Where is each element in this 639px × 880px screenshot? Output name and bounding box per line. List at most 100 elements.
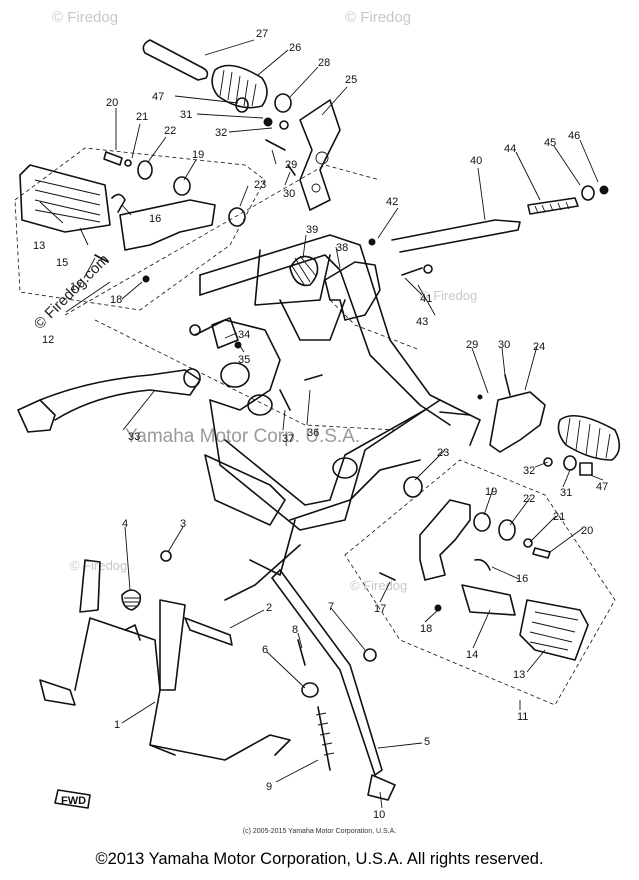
frame-center xyxy=(254,249,331,306)
frame-crossmember xyxy=(204,454,286,526)
frame-boundary-upper xyxy=(64,164,381,316)
callout-number: 9 xyxy=(266,781,272,793)
callout-number: 31 xyxy=(560,487,572,499)
part-stand-crossbar xyxy=(74,617,161,691)
callout-number: 17 xyxy=(70,281,82,293)
part-washer-right xyxy=(543,457,553,467)
part-pin xyxy=(279,120,289,130)
part-collar-right xyxy=(579,462,593,476)
callout-number: 21 xyxy=(136,111,148,123)
part-cotter-pin xyxy=(265,139,286,151)
callout-number: 19 xyxy=(192,149,204,161)
part-side-stand-bolt xyxy=(301,682,319,698)
part-cotter-right xyxy=(504,374,511,396)
callout-number: 20 xyxy=(581,525,593,537)
part-clip-left xyxy=(142,275,150,283)
assembly-boundaries xyxy=(14,147,616,706)
part-pin-17-right xyxy=(379,572,396,581)
callout-number: 25 xyxy=(345,74,357,86)
callout-number: 7 xyxy=(328,601,334,613)
frame-boundary-lower xyxy=(94,319,396,431)
diagram-copyright: (c) 2005-2015 Yamaha Motor Corporation, … xyxy=(242,828,397,835)
part-stand-foot-left xyxy=(39,679,76,706)
part-bolt-34 xyxy=(189,324,201,336)
watermark-firedog: © Firedog xyxy=(420,288,477,303)
callout-number: 43 xyxy=(416,316,428,328)
callout-number: 16 xyxy=(149,213,161,225)
part-rod-nut xyxy=(599,185,609,195)
part-side-stand xyxy=(271,569,383,776)
callout-number: 29 xyxy=(285,159,297,171)
callout-number: 31 xyxy=(180,109,192,121)
callout-number: 1 xyxy=(114,719,120,731)
frame-bracket xyxy=(211,317,239,349)
callout-number: 37 xyxy=(282,433,294,445)
part-brake-pedal xyxy=(39,369,201,421)
callout-number: 36 xyxy=(307,427,319,439)
callout-number: 17 xyxy=(374,603,386,615)
callout-number: 41 xyxy=(420,293,432,305)
part-plate-washer xyxy=(137,160,153,180)
part-nut-right xyxy=(563,455,577,471)
right-footrest-boundary xyxy=(344,459,616,706)
callout-number: 45 xyxy=(544,137,556,149)
part-side-stand-pin xyxy=(297,639,306,666)
part-brake-pin xyxy=(368,238,376,246)
callout-number: 3 xyxy=(180,518,186,530)
callout-number: 12 xyxy=(42,334,54,346)
part-footrest-rubber-right xyxy=(519,599,589,661)
callout-number: 47 xyxy=(596,481,608,493)
parts-diagram: © Firedog © Firedog © Firedog © Firedog … xyxy=(14,9,621,821)
part-footrest-plate xyxy=(461,584,516,616)
part-nut xyxy=(263,117,273,127)
callout-number: 22 xyxy=(523,493,535,505)
callout-number: 11 xyxy=(517,711,528,723)
part-adjust-nut xyxy=(581,185,595,201)
part-side-stand-spring xyxy=(317,706,331,771)
part-bolt xyxy=(103,151,123,166)
callout-number: 46 xyxy=(568,130,580,142)
footer-copyright: ©2013 Yamaha Motor Corporation, U.S.A. A… xyxy=(95,850,544,868)
part-bolt-20-right xyxy=(532,547,551,559)
callout-number: 18 xyxy=(110,294,122,306)
brake-pedal xyxy=(17,368,201,433)
part-stand-spring xyxy=(121,589,142,611)
part-spring-washer-right xyxy=(523,538,533,548)
part-grip xyxy=(142,39,209,81)
part-bolt-right xyxy=(439,411,471,416)
frame xyxy=(189,234,481,601)
watermark-firedog: © Firedog xyxy=(52,9,118,26)
part-nut-35 xyxy=(234,341,242,349)
callout-number: 8 xyxy=(292,624,298,636)
part-clip-right xyxy=(434,604,442,612)
callout-number: 30 xyxy=(283,188,295,200)
callout-number: 23 xyxy=(437,447,449,459)
callout-number: 42 xyxy=(386,196,398,208)
leader-lines xyxy=(39,39,604,809)
watermark-firedog: © Firedog xyxy=(350,578,407,593)
callout-number: 14 xyxy=(466,649,478,661)
callout-number: 19 xyxy=(485,486,497,498)
callout-number: 26 xyxy=(289,42,301,54)
callout-number: 28 xyxy=(318,57,330,69)
part-washer xyxy=(274,93,292,113)
callout-number: 39 xyxy=(306,224,318,236)
callout-number: 20 xyxy=(106,97,118,109)
callout-number: 18 xyxy=(420,623,432,635)
part-stand-bolt xyxy=(184,617,233,646)
part-spring-washer xyxy=(124,159,132,167)
callout-number: 2 xyxy=(266,602,272,614)
callout-number: 13 xyxy=(513,669,525,681)
part-bolt-36 xyxy=(304,374,323,381)
callout-number: 4 xyxy=(122,518,128,530)
watermark-firedog: © Firedog xyxy=(345,9,411,26)
part-bushing xyxy=(173,176,191,196)
part-cotter xyxy=(401,267,423,276)
part-brake-spring xyxy=(527,197,579,215)
frame-upper-tube xyxy=(199,234,481,446)
callout-number: 35 xyxy=(238,354,250,366)
left-footrest xyxy=(19,164,150,283)
part-brake-pedal-pad xyxy=(17,399,56,433)
part-pin-left xyxy=(94,254,109,263)
frame-lower-tube xyxy=(209,399,441,531)
